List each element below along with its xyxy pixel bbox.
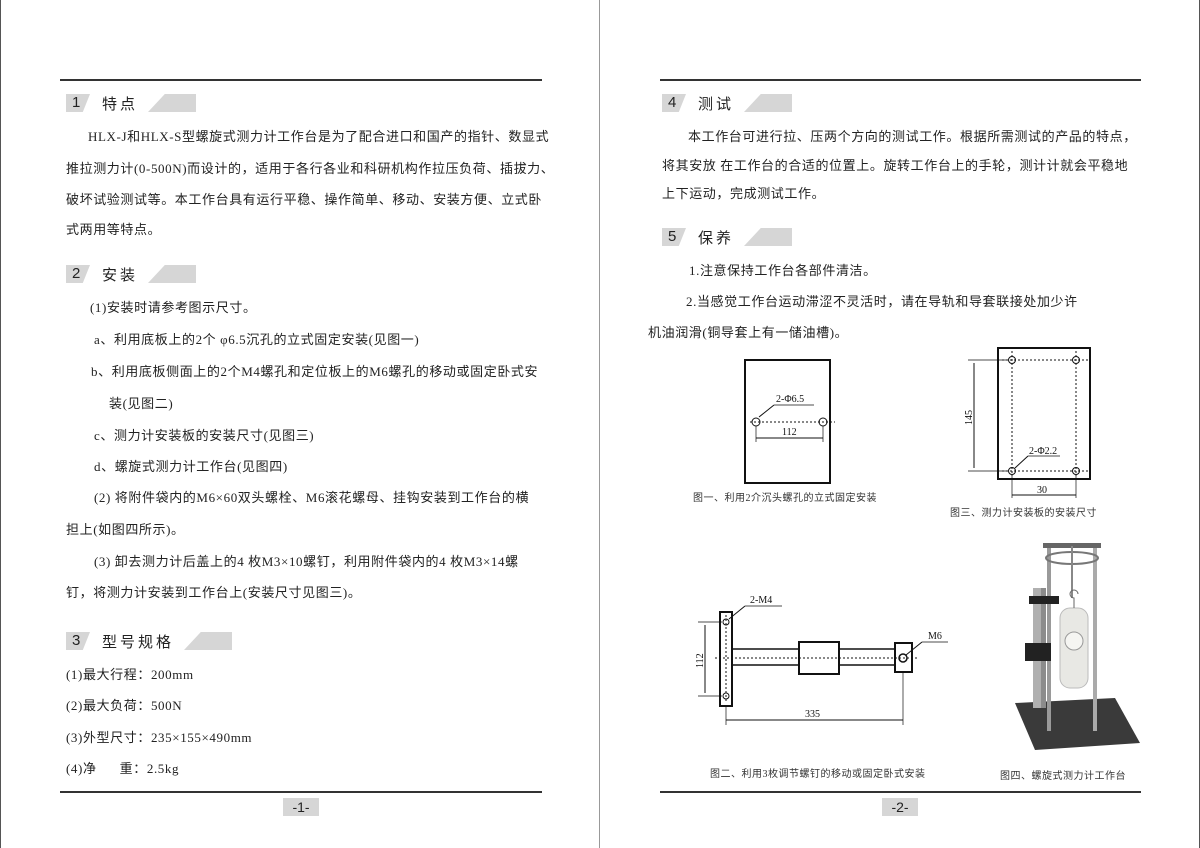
section-title: 保养 [698,229,735,247]
spec-line: (4)净 重：2.5kg [66,761,180,776]
header-decoration [184,632,233,650]
figure-3-caption: 图三、测力计安装板的安装尺寸 [950,508,1097,519]
install-line: c、测力计安装板的安装尺寸(见图三) [94,428,315,443]
section-number: 5 [662,228,686,246]
dimension-label-horizontal: 30 [1037,485,1047,496]
section-title: 测试 [698,95,735,113]
install-line: 担上(如图四所示)。 [66,522,185,537]
spec-line: (2)最大负荷：500N [66,698,183,713]
install-line: b、利用底板侧面上的2个M4螺孔和定位板上的M6螺孔的移动或固定卧式安 [91,364,539,379]
install-line: (3) 卸去测力计后盖上的4 枚M3×10螺钉，利用附件袋内的4 枚M3×14螺 [94,554,519,569]
header-decoration [148,265,197,283]
page-number: -1- [283,798,319,816]
section-header-installation: 2 安装 [66,265,197,284]
dimension-label: 112 [782,427,797,438]
hole-label: 2-M4 [750,595,772,606]
m6-label: M6 [928,631,942,642]
section-header-maintenance: 5 保养 [662,228,793,247]
figure-4-photo [1015,543,1140,750]
maintenance-line: 1.注意保持工作台各部件清洁。 [689,263,877,278]
install-line: 装(见图二) [109,396,174,411]
testing-line: 上下运动，完成测试工作。 [662,186,826,201]
install-line: d、螺旋式测力计工作台(见图四) [94,459,288,474]
section-title: 型号规格 [102,633,175,651]
testing-line: 将其安放 在工作台的合适的位置上。旋转工作台上的手轮，测计计就会平稳地 [662,158,1129,173]
hole-label: 2-Φ6.5 [776,394,804,405]
features-line: 破坏试验测试等。本工作台具有运行平稳、操作简单、移动、安装方便、立式卧 [66,192,543,207]
header-decoration [148,94,197,112]
section-header-testing: 4 测试 [662,94,793,113]
section-header-specs: 3 型号规格 [66,632,233,651]
header-decoration [744,94,793,112]
section-number: 1 [66,94,90,112]
install-line: (1)安装时请参考图示尺寸。 [90,300,257,315]
figure-1-caption: 图一、利用2介沉头螺孔的立式固定安装 [693,493,877,504]
install-line: 钉，将测力计安装到工作台上(安装尺寸见图三)。 [66,585,362,600]
top-rule-left [60,79,542,81]
figure-2-diagram: 112 2-M4 M6 335 [695,595,948,725]
section-title: 安装 [102,266,139,284]
section-number: 3 [66,632,90,650]
maintenance-line: 2.当感觉工作台运动滞涩不灵活时，请在导轨和导套联接处加少许 [686,294,1078,309]
top-rule-right [660,79,1141,81]
features-line: HLX-J和HLX-S型螺旋式测力计工作台是为了配合进口和国产的指针、数显式 [88,129,550,144]
spec-line: (3)外型尺寸：235×155×490mm [66,730,253,745]
figure-3-diagram: 145 2-Φ2.2 30 [964,347,1091,498]
dimension-label-vertical: 145 [964,410,975,425]
bottom-rule-left [60,791,542,793]
maintenance-line: 机油润滑(铜导套上有一储油槽)。 [648,325,849,340]
spec-line: (1)最大行程：200mm [66,667,194,682]
bottom-rule-right [660,791,1141,793]
header-decoration [744,228,793,246]
dimension-label-vertical: 112 [695,653,706,668]
testing-line: 本工作台可进行拉、压两个方向的测试工作。根据所需测试的产品的特点， [688,129,1137,144]
dimension-label-horizontal: 335 [805,709,820,720]
section-number: 4 [662,94,686,112]
page-number: -2- [882,798,918,816]
section-header-features: 1 特点 [66,94,197,113]
features-line: 推拉测力计(0-500N)而设计的，适用于各行各业和科研机构作拉压负荷、插拔力、 [66,161,555,176]
figure-2-caption: 图二、利用3枚调节螺钉的移动或固定卧式安装 [710,769,926,780]
section-title: 特点 [102,95,139,113]
install-line: a、利用底板上的2个 φ6.5沉孔的立式固定安装(见图一) [94,332,420,347]
hole-label: 2-Φ2.2 [1029,446,1057,457]
figure-1-diagram: 2-Φ6.5 112 [744,359,835,484]
page-gutter [599,0,600,848]
figure-4-caption: 图四、螺旋式测力计工作台 [1000,771,1126,782]
section-number: 2 [66,265,90,283]
features-line: 式两用等特点。 [66,222,162,237]
page-edge-left [0,0,1,848]
install-line: (2) 将附件袋内的M6×60双头螺栓、M6滚花螺母、挂钩安装到工作台的横 [94,490,530,505]
